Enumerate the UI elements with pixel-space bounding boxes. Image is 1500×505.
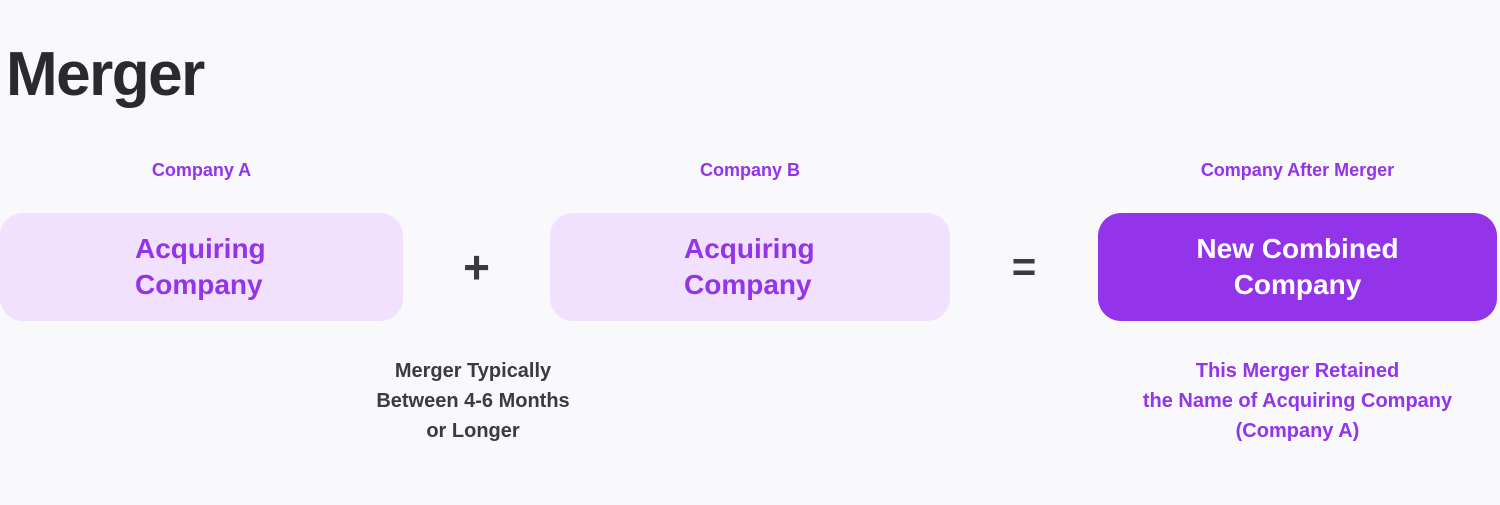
card-company-a-text: Acquiring Company (135, 233, 266, 300)
card-company-b: Acquiring Company (550, 213, 950, 321)
card-company-after-merger: New Combined Company (1098, 213, 1497, 321)
card-company-b-text: Acquiring Company (684, 233, 815, 300)
plus-icon: + (463, 241, 490, 293)
page-title: Merger (6, 40, 205, 109)
card-company-a: Acquiring Company (0, 213, 403, 321)
card-company-after-merger-text: New Combined Company (1196, 233, 1399, 300)
column-label-company-a: Company A (151, 160, 252, 180)
caption-merger-name-note: This Merger Retained the Name of Acquiri… (1142, 360, 1453, 442)
column-label-company-after-merger: Company After Merger (1200, 160, 1395, 180)
equals-icon: = (1011, 243, 1037, 290)
caption-merger-timeline: Merger Typically Between 4-6 Months or L… (376, 360, 570, 442)
column-label-company-b: Company B (699, 160, 800, 180)
